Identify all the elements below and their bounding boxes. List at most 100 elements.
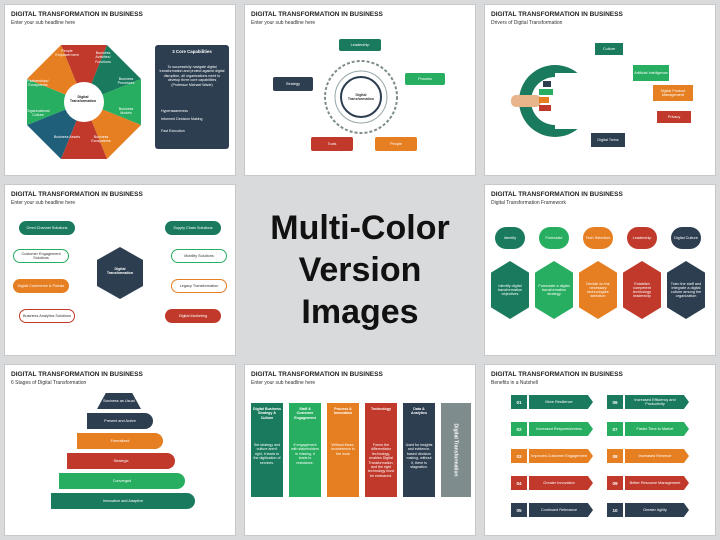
people-tag: People xyxy=(375,137,417,151)
segment-label: Business Assets xyxy=(53,135,81,139)
framework-body: Establish competent technology leadershi… xyxy=(623,261,661,319)
driver-twins: Digital Twins xyxy=(591,133,625,147)
slide-title: DIGITAL TRANSFORMATION IN BUSINESS xyxy=(251,11,383,18)
segment-label: People Empowerment xyxy=(55,49,79,58)
driver-privacy: Privacy xyxy=(657,111,691,123)
column-text: If engagement with stakeholders is missi… xyxy=(291,443,319,465)
column-title: Process & Innovation xyxy=(333,407,353,416)
slide-title: DIGITAL TRANSFORMATION IN BUSINESS xyxy=(491,371,623,378)
octagon-wheel xyxy=(27,45,141,159)
slide-4-thumbnail[interactable]: DIGITAL TRANSFORMATION IN BUSINESS Enter… xyxy=(4,184,236,356)
slide-2-thumbnail[interactable]: DIGITAL TRANSFORMATION IN BUSINESS Enter… xyxy=(244,4,476,176)
slide-1-thumbnail[interactable]: DIGITAL TRANSFORMATION IN BUSINESS Enter… xyxy=(4,4,236,176)
benefit-number: 06 xyxy=(607,395,623,409)
benefit-number: 09 xyxy=(607,476,623,490)
benefit-number: 02 xyxy=(511,422,527,436)
slide-5-thumbnail[interactable]: DIGITAL TRANSFORMATION IN BUSINESS Digit… xyxy=(484,184,716,356)
benefit-number: 08 xyxy=(607,449,623,463)
wheel-center-label: Digital Transformation xyxy=(69,95,97,104)
pyramid-stage: Converged xyxy=(59,473,185,489)
benefit-label: More Resilience xyxy=(529,395,593,409)
segment-label: Business Ecosystems xyxy=(91,135,111,144)
framework-body: Decide on the necessary technologies sel… xyxy=(579,261,617,319)
slide-7-thumbnail[interactable]: DIGITAL TRANSFORMATION IN BUSINESS Enter… xyxy=(244,364,476,536)
column-box: Data & Analytics Used for insights and e… xyxy=(403,403,435,497)
strategy-tag: Strategy xyxy=(273,77,313,91)
hub-circle xyxy=(324,60,398,134)
left-node: Omni Channel Solutions xyxy=(19,221,75,235)
slide-subtitle: Digital Transformation Framework xyxy=(491,200,567,206)
column-text: Used for insights and evidence-based dec… xyxy=(405,443,433,470)
hexagon-label: Digital Transformation xyxy=(106,267,134,276)
benefit-number: 04 xyxy=(511,476,527,490)
multi-color-heading: Multi-Color Version Images xyxy=(240,182,480,358)
driver-product: Digital Product Management xyxy=(653,85,693,101)
framework-head: Identify xyxy=(495,227,525,249)
slide-subtitle: Enter your sub headline here xyxy=(11,200,76,206)
panel-title: 3 Core Capabilities xyxy=(172,49,212,54)
column-text: Set strategy and culture aren't right, i… xyxy=(253,443,281,465)
benefit-label: Better Resource Management xyxy=(625,476,689,490)
tools-tag: Tools xyxy=(311,137,353,151)
segment-label: Business Models xyxy=(118,107,134,116)
column-title: Digital Business Strategy & Culture xyxy=(253,407,281,420)
driver-culture: Culture xyxy=(595,43,623,55)
column-text: Forms the differentiator technology, ena… xyxy=(367,443,395,478)
benefit-label: Improves Customer Engagement xyxy=(529,449,593,463)
leadership-tag: Leadership xyxy=(339,39,381,51)
segment-label: Business Processes xyxy=(117,77,135,86)
pyramid-stage: Formalized xyxy=(77,433,163,449)
slide-title: DIGITAL TRANSFORMATION IN BUSINESS xyxy=(491,191,623,198)
benefit-number: 07 xyxy=(607,422,623,436)
framework-body: Train the staff and integrate a digital … xyxy=(667,261,705,319)
benefit-label: Increased Revenue xyxy=(625,449,689,463)
panel-text: To successfully navigate digital transfo… xyxy=(159,65,225,87)
benefit-number: 01 xyxy=(511,395,527,409)
benefit-label: Greater Innovation xyxy=(529,476,593,490)
panel-bullet: Informed Decision Making xyxy=(161,117,203,121)
framework-head: Tech Selection xyxy=(583,227,613,249)
column-text: Without these, incoherence in the work xyxy=(331,443,355,456)
benefit-label: Increased Efficiency and Productivity xyxy=(625,395,689,409)
pyramid-stage: Business as Usual xyxy=(97,393,141,409)
column-box: Process & Innovation Without these, inco… xyxy=(327,403,359,497)
framework-body: Formulate a digital transformation strat… xyxy=(535,261,573,319)
right-node: Legacy Transformation xyxy=(171,279,227,293)
driver-ai: Artificial Intelligence xyxy=(633,65,669,81)
benefit-number: 10 xyxy=(607,503,623,517)
benefit-number: 03 xyxy=(511,449,527,463)
slide-title: DIGITAL TRANSFORMATION IN BUSINESS xyxy=(11,11,143,18)
left-node: Digital Commerce & Portals xyxy=(13,279,69,293)
slide-3-thumbnail[interactable]: DIGITAL TRANSFORMATION IN BUSINESS Drive… xyxy=(484,4,716,176)
process-tag: Process xyxy=(405,73,445,85)
column-title: Data & Analytics xyxy=(411,407,427,416)
framework-head: Digital Culture xyxy=(671,227,701,249)
slide-subtitle: Enter your sub headline here xyxy=(11,20,76,26)
heading-line-1: Multi-Color xyxy=(270,209,450,247)
slide-6-thumbnail[interactable]: DIGITAL TRANSFORMATION IN BUSINESS 6 Sta… xyxy=(4,364,236,536)
benefit-label: Greater Agility xyxy=(625,503,689,517)
result-label: Digital Transformation xyxy=(453,423,459,477)
gear-hand-graphic xyxy=(511,65,583,137)
segment-label: Partnerships/ Ecosystems xyxy=(27,79,49,88)
heading-line-2: Version Images xyxy=(298,251,422,331)
slide-title: DIGITAL TRANSFORMATION IN BUSINESS xyxy=(491,11,623,18)
framework-head: Formulate xyxy=(539,227,569,249)
right-node: Mobility Solutions xyxy=(171,249,227,263)
column-box: Digital Business Strategy & Culture Set … xyxy=(251,403,283,497)
slide-title: DIGITAL TRANSFORMATION IN BUSINESS xyxy=(11,191,143,198)
framework-body: Identify digital transformation objectiv… xyxy=(491,261,529,319)
right-node: Supply Chain Solutions xyxy=(165,221,221,235)
slide-8-thumbnail[interactable]: DIGITAL TRANSFORMATION IN BUSINESS Benef… xyxy=(484,364,716,536)
column-title: Technology xyxy=(371,407,391,411)
pyramid-stage: Strategic xyxy=(67,453,175,469)
column-box: Staff & Customer Engagement If engagemen… xyxy=(289,403,321,497)
segment-label: Business Activities/ Functions xyxy=(95,51,111,64)
panel-bullet: Fast Execution xyxy=(161,129,185,133)
slide-subtitle: Benefits in a Nutshell xyxy=(491,380,538,386)
result-box: Digital Transformation xyxy=(441,403,471,497)
pyramid-stage: Innovative and Adaptive xyxy=(51,493,195,509)
column-box: Technology Forms the differentiator tech… xyxy=(365,403,397,497)
slide-subtitle: 6 Stages of Digital Transformation xyxy=(11,380,87,386)
framework-head: Leadership xyxy=(627,227,657,249)
